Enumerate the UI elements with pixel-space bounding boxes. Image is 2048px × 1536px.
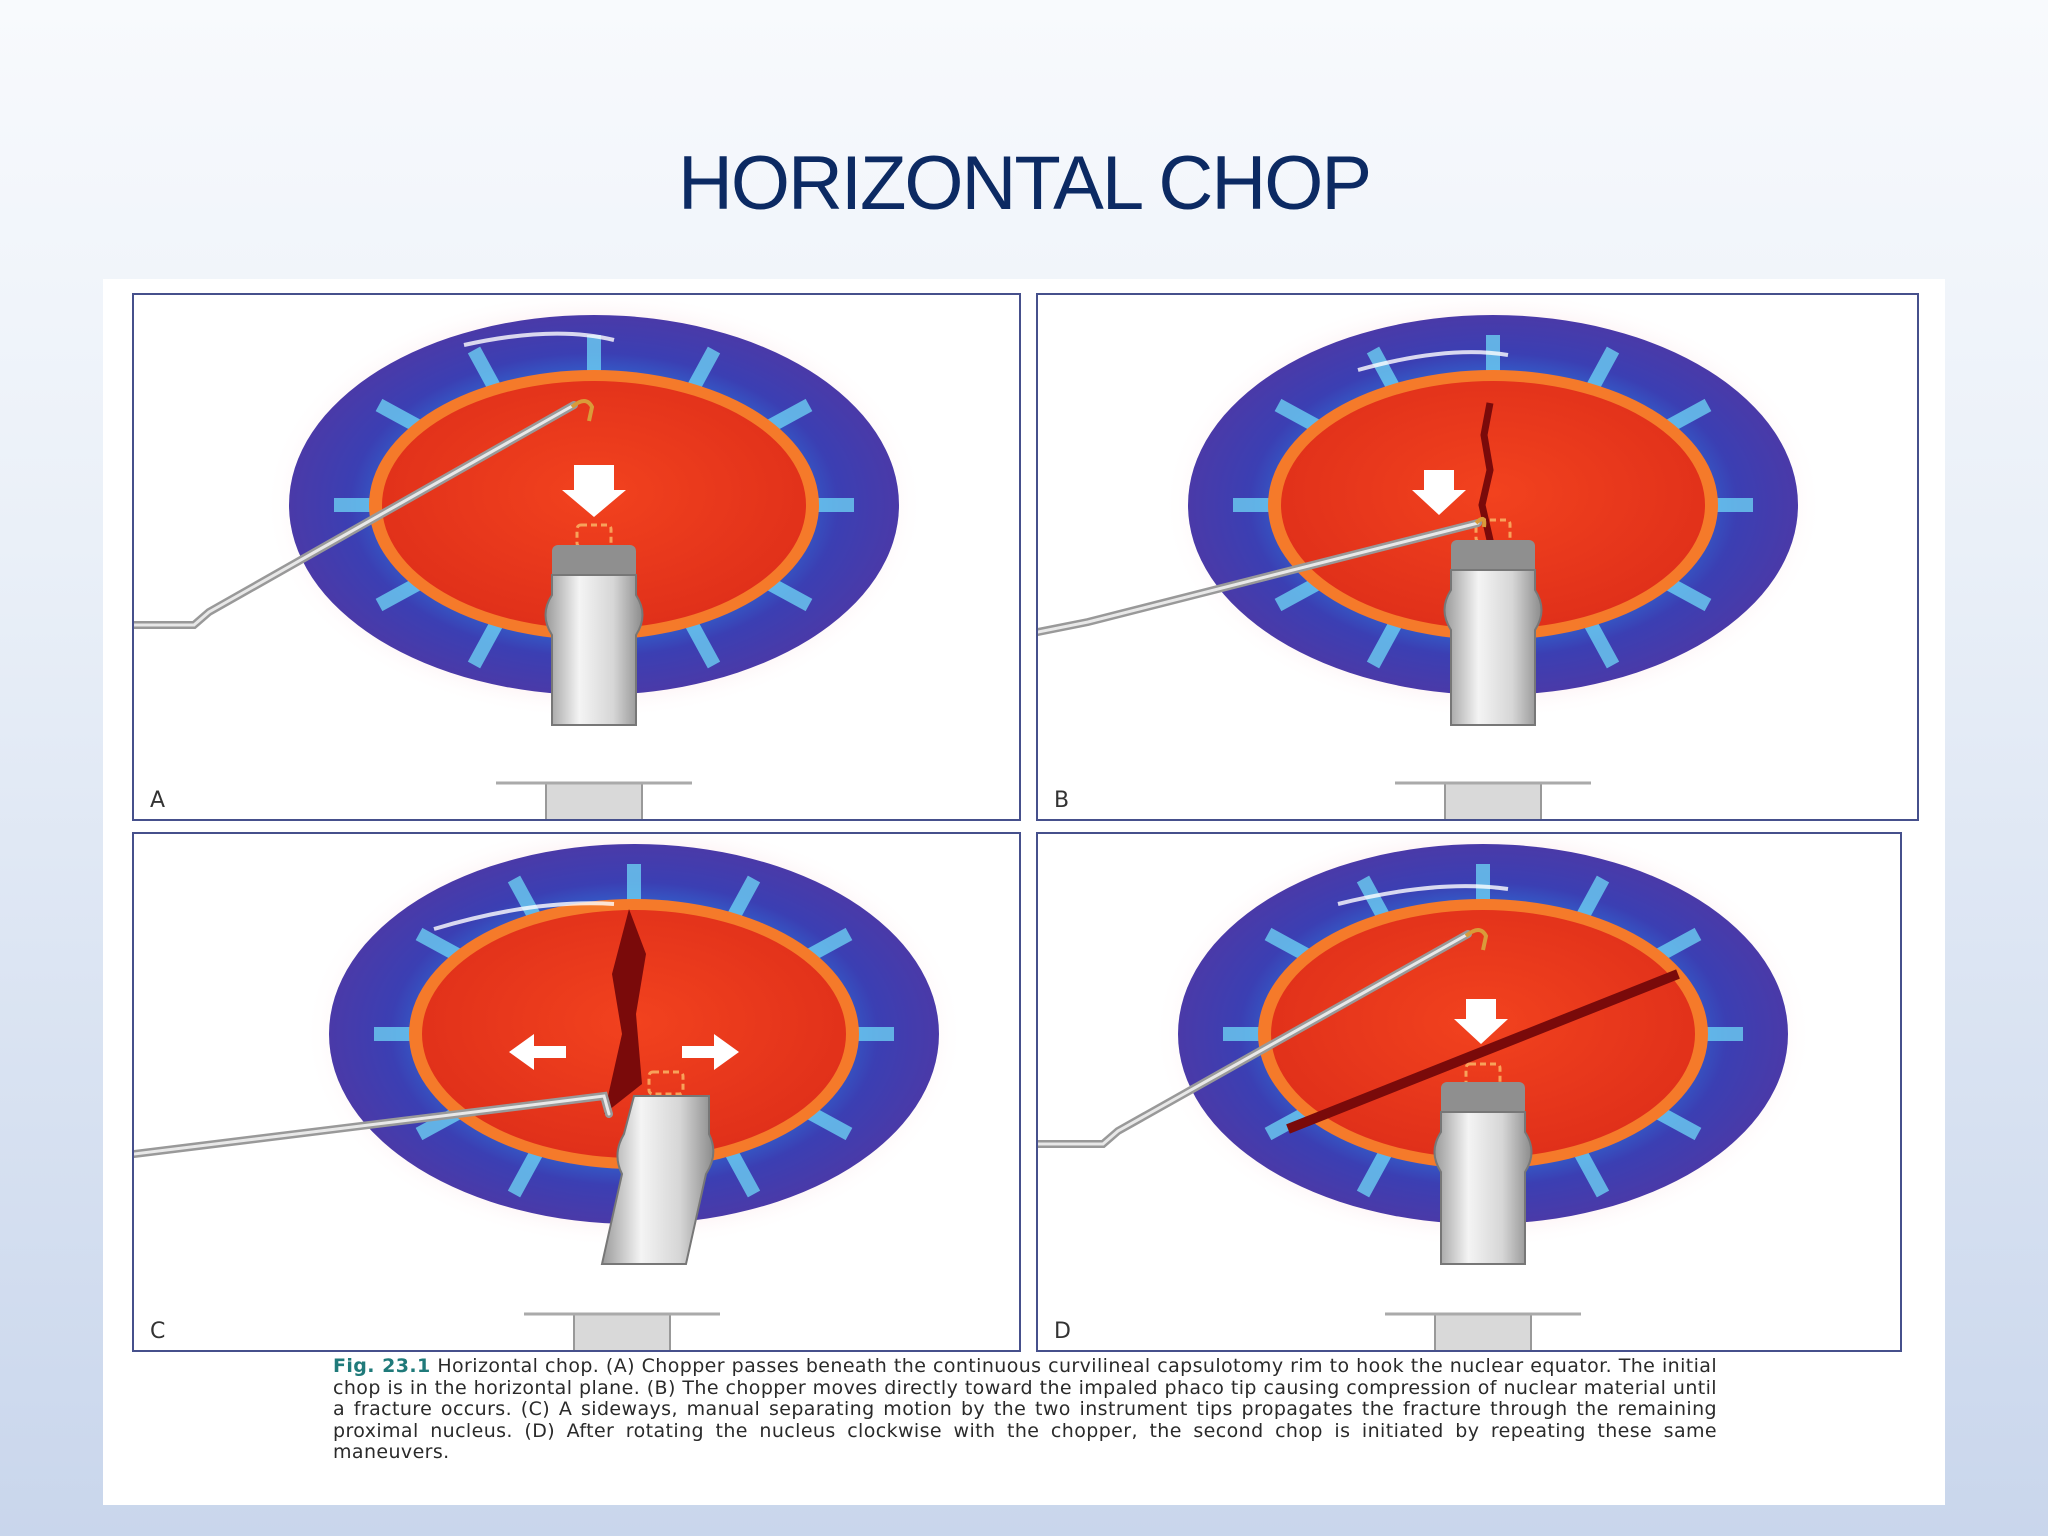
panel-a: A — [132, 293, 1021, 821]
figure-number: Fig. 23.1 — [333, 1355, 431, 1377]
panel-d-illustration — [1038, 834, 1813, 1350]
panel-d-letter: D — [1054, 1319, 1071, 1344]
panel-c-illustration — [134, 834, 964, 1350]
panel-b-letter: B — [1054, 788, 1070, 813]
figure-caption: Fig. 23.1 Horizontal chop. (A) Chopper p… — [333, 1355, 1717, 1464]
panel-b: B — [1036, 293, 1919, 821]
panel-d: D — [1036, 832, 1902, 1352]
panel-b-illustration — [1038, 295, 1823, 819]
caption-text: Horizontal chop. (A) Chopper passes bene… — [333, 1355, 1717, 1463]
panel-a-illustration — [134, 295, 924, 819]
panel-c: C — [132, 832, 1021, 1352]
panel-c-letter: C — [150, 1319, 166, 1344]
slide-title: HORIZONTAL CHOP — [677, 141, 1372, 226]
panel-a-letter: A — [150, 788, 166, 813]
